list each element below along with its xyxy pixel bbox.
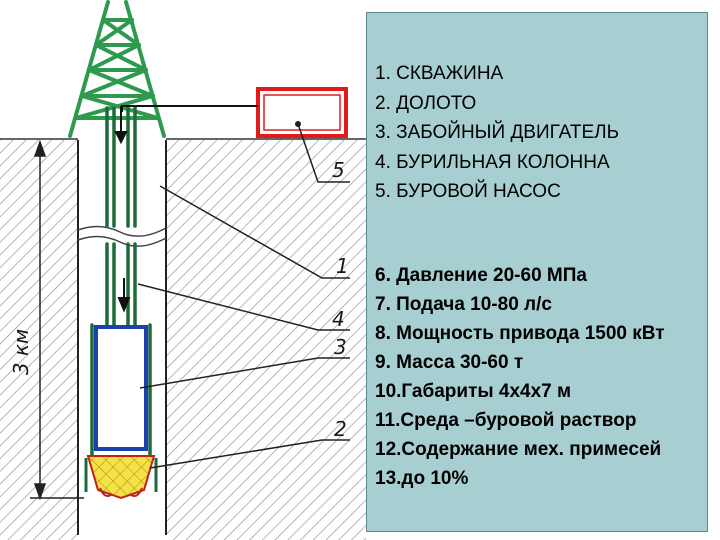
callout-1: 1 [336,254,349,278]
pump-pointer-dot [295,121,301,127]
parameter-item: 13.до 10% [375,468,469,489]
ground [0,138,366,540]
callout-4: 4 [332,307,345,331]
downhole-motor [94,325,148,451]
component-item: 2. ДОЛОТО [375,92,477,114]
parameter-item: 10.Габариты 4х4х7 м [375,381,572,402]
parameter-item: 9. Масса 30-60 т [375,352,524,373]
derrick [68,0,166,138]
drill-string [90,106,152,462]
leader-lines [137,123,350,469]
callout-5: 5 [332,158,345,182]
callout-2: 2 [334,417,347,441]
component-item: 4. БУРИЛЬНАЯ КОЛОННА [375,151,610,173]
parameter-item: 8. Мощность привода 1500 кВт [375,323,665,344]
parameters-list: 6. Давление 20-60 МПа 7. Подача 10-80 л/… [375,261,665,493]
callout-3: 3 [334,335,347,359]
component-item: 1. СКВАЖИНА [375,63,504,84]
drill-bit [84,455,158,500]
mud-line [121,105,258,112]
depth-dimension [30,139,84,501]
legend-panel: 1. СКВАЖИНА 2. ДОЛОТО 3. ЗАБОЙНЫЙ ДВИГАТ… [366,12,708,532]
parameter-item: 7. Подача 10-80 л/с [375,294,552,315]
mud-pump [256,87,348,138]
depth-label: 3 км [9,329,33,375]
parameter-item: 12.Содержание мех. примесей [375,439,662,460]
components-list: 1. СКВАЖИНА 2. ДОЛОТО 3. ЗАБОЙНЫЙ ДВИГАТ… [375,59,619,207]
parameter-item: 11.Среда –буровой раствор [375,410,637,431]
parameter-item: 6. Давление 20-60 МПа [375,265,587,286]
component-item: 5. БУРОВОЙ НАСОС [375,181,561,202]
component-item: 3. ЗАБОЙНЫЙ ДВИГАТЕЛЬ [375,122,620,143]
